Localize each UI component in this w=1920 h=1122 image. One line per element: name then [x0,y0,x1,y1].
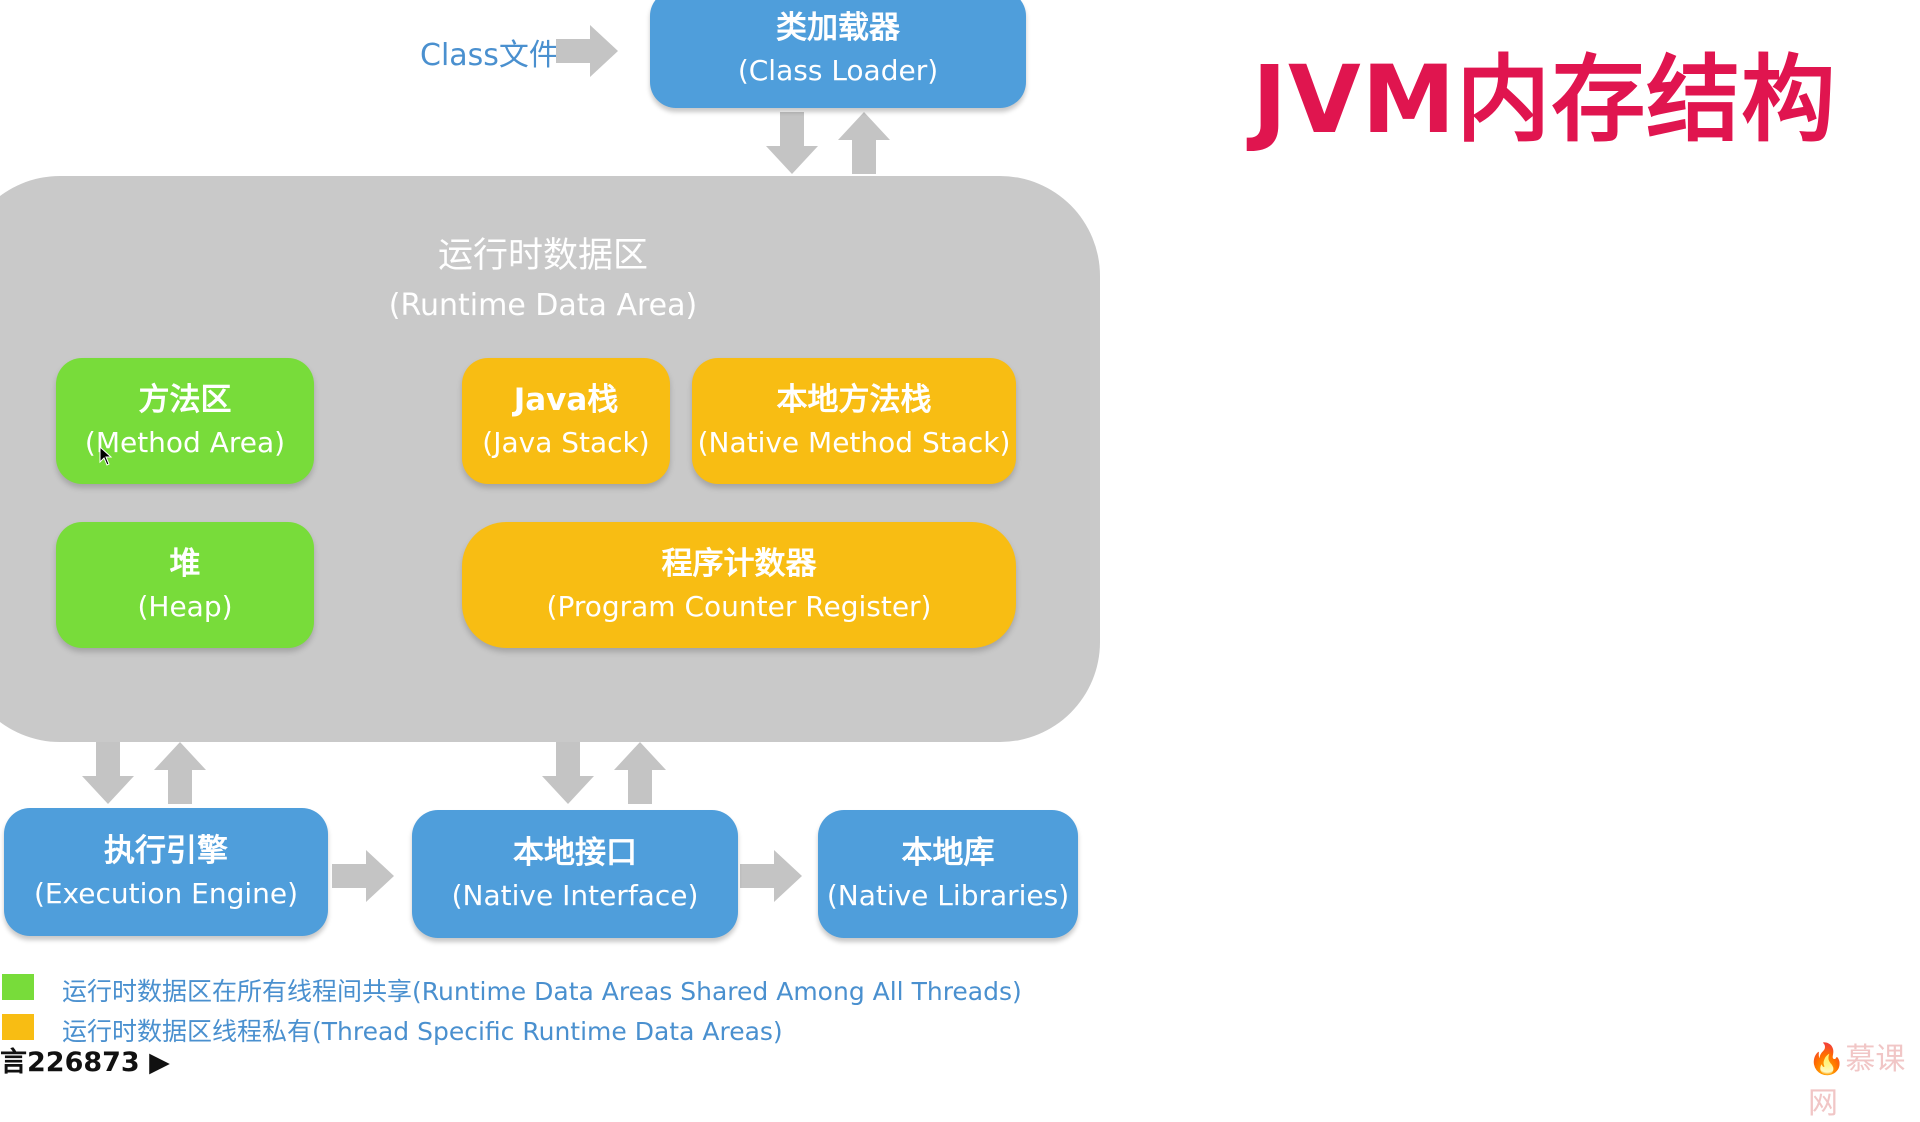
runtime-title-zh: 运行时数据区 [437,236,648,276]
native-interface-en: (Native Interface) [451,879,699,913]
method-area-zh: 方法区 [138,382,232,419]
java-stack-en: (Java Stack) [482,426,650,460]
execution-engine-zh: 执行引擎 [104,833,228,870]
program-counter-en: (Program Counter Register) [546,590,932,624]
legend-text-shared: 运行时数据区在所有线程间共享(Runtime Data Areas Shared… [62,977,1022,1006]
legend-text-private: 运行时数据区线程私有(Thread Specific Runtime Data … [62,1017,783,1046]
engine-interface-arrow [332,850,394,902]
interface-libraries-arrow [740,850,802,902]
mouse-cursor-icon [99,446,113,466]
watermark-logo: 🔥慕课网 [1808,1034,1920,1122]
interface-down-arrow [542,742,594,804]
program-counter-box: 程序计数器 (Program Counter Register) [462,522,1016,648]
heap-en: (Heap) [137,590,233,624]
native-interface-zh: 本地接口 [513,835,637,872]
counter-text: 言226873 [0,1047,140,1078]
page-title: JVM内存结构 [1252,46,1837,155]
native-method-stack-box: 本地方法栈 (Native Method Stack) [692,358,1016,484]
legend-swatch-shared [2,974,34,1000]
java-stack-box: Java栈 (Java Stack) [462,358,670,484]
native-libraries-box: 本地库 (Native Libraries) [818,810,1078,938]
class-file-arrow [556,25,618,77]
program-counter-zh: 程序计数器 [661,546,817,583]
class-file-label: Class文件 [420,38,559,73]
engine-up-arrow [154,742,206,804]
class-loader-en: (Class Loader) [737,54,939,88]
heap-box: 堆 (Heap) [56,522,314,648]
execution-engine-en: (Execution Engine) [33,877,299,911]
execution-engine-box: 执行引擎 (Execution Engine) [4,808,328,936]
interface-up-arrow [614,742,666,804]
flame-icon: 🔥 [1808,1042,1846,1077]
method-area-en: (Method Area) [84,426,286,460]
runtime-title: 运行时数据区 (Runtime Data Area) [328,230,758,328]
engine-down-arrow [82,742,134,804]
overlay-counter: 言226873 ▶ [0,1047,170,1078]
heap-zh: 堆 [169,546,201,583]
class-loader-zh: 类加载器 [776,10,900,47]
loader-down-arrow [766,112,818,174]
legend-swatch-private [2,1014,34,1040]
native-interface-box: 本地接口 (Native Interface) [412,810,738,938]
method-area-box: 方法区 (Method Area) [56,358,314,484]
runtime-title-en: (Runtime Data Area) [388,287,698,323]
loader-up-arrow [838,112,890,174]
native-libraries-zh: 本地库 [901,835,995,872]
native-method-stack-zh: 本地方法栈 [776,382,932,419]
java-stack-zh: Java栈 [513,382,619,419]
native-libraries-en: (Native Libraries) [826,879,1070,913]
class-loader-box: 类加载器 (Class Loader) [650,0,1026,108]
native-method-stack-en: (Native Method Stack) [697,426,1011,460]
